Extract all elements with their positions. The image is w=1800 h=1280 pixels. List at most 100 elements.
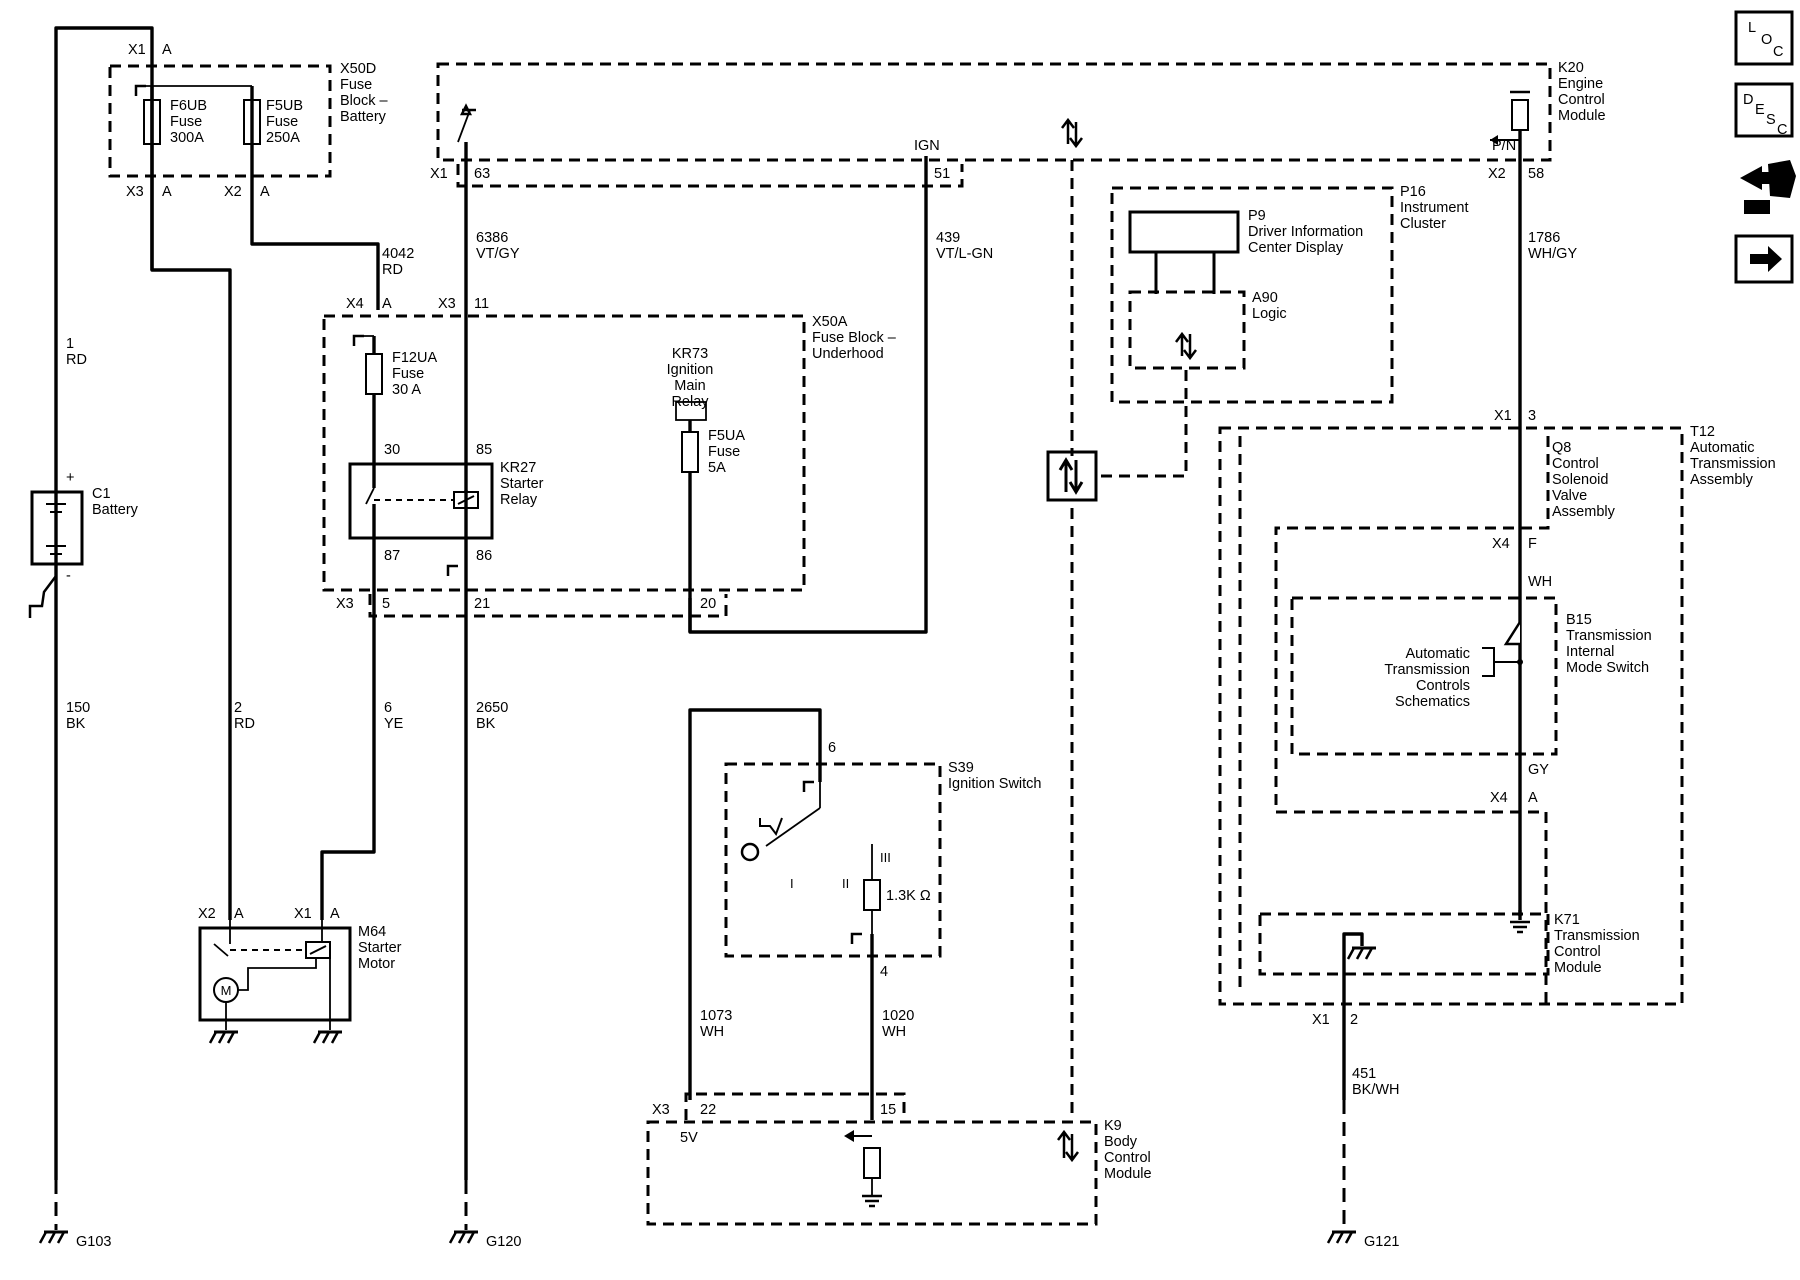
svg-text:5V: 5V: [680, 1130, 698, 1146]
svg-text:M: M: [221, 983, 232, 998]
svg-text:51: 51: [934, 166, 950, 182]
svg-text:II: II: [842, 876, 849, 891]
svg-text:4: 4: [880, 964, 888, 980]
desc-d: D: [1743, 92, 1753, 108]
svg-text:WH: WH: [1528, 574, 1552, 590]
next-page-button[interactable]: [1734, 234, 1794, 284]
svg-text:A: A: [260, 184, 270, 200]
svg-text:15: 15: [880, 1102, 896, 1118]
svg-text:III: III: [880, 850, 891, 865]
svg-text:5: 5: [382, 596, 390, 612]
svg-text:X2: X2: [224, 184, 242, 200]
svg-text:86: 86: [476, 548, 492, 564]
desc-e: E: [1755, 102, 1765, 118]
svg-text:58: 58: [1528, 166, 1544, 182]
svg-text:X3: X3: [126, 184, 144, 200]
svg-text:I: I: [790, 876, 794, 891]
svg-text:3: 3: [1528, 408, 1536, 424]
svg-text:85: 85: [476, 442, 492, 458]
svg-text:X4: X4: [346, 296, 364, 312]
description-button[interactable]: D E S C: [1734, 82, 1794, 138]
svg-text:F: F: [1528, 536, 1537, 552]
svg-text:20: 20: [700, 596, 716, 612]
svg-text:X2: X2: [198, 906, 216, 922]
svg-text:X1: X1: [1494, 408, 1512, 424]
svg-text:X4: X4: [1492, 536, 1510, 552]
svg-text:22: 22: [700, 1102, 716, 1118]
svg-text:GY: GY: [1528, 762, 1549, 778]
svg-text:A: A: [162, 42, 172, 58]
ground-g121: G121: [1364, 1234, 1399, 1250]
desc-s: S: [1766, 112, 1776, 128]
svg-text:X1: X1: [430, 166, 448, 182]
ground-g120: G120: [486, 1234, 521, 1250]
svg-text:A: A: [1528, 790, 1538, 806]
svg-text:30: 30: [384, 442, 400, 458]
connector-end-view-icon: [1740, 160, 1796, 214]
svg-text:P/N: P/N: [1492, 138, 1516, 154]
svg-text:X4: X4: [1490, 790, 1508, 806]
arrow-right-icon: [1750, 246, 1782, 272]
svg-text:87: 87: [384, 548, 400, 564]
ground-g103: G103: [76, 1234, 111, 1250]
loc-c: C: [1773, 44, 1783, 60]
svg-text:A: A: [330, 906, 340, 922]
svg-text:X3: X3: [652, 1102, 670, 1118]
svg-text:IGN: IGN: [914, 138, 940, 154]
svg-text:21: 21: [474, 596, 490, 612]
svg-text:X1: X1: [128, 42, 146, 58]
connector-end-view-button[interactable]: [1740, 160, 1796, 214]
svg-text:-: -: [66, 568, 71, 584]
svg-text:A: A: [234, 906, 244, 922]
svg-text:A: A: [162, 184, 172, 200]
svg-text:X1: X1: [1312, 1012, 1330, 1028]
svg-text:63: 63: [474, 166, 490, 182]
svg-text:1.3K Ω: 1.3K Ω: [886, 888, 931, 904]
svg-text:A: A: [382, 296, 392, 312]
svg-text:X3: X3: [438, 296, 456, 312]
location-button[interactable]: L O C: [1734, 10, 1794, 66]
serial-data-arrows-top: [1061, 117, 1083, 149]
svg-text:X2: X2: [1488, 166, 1506, 182]
svg-text:6: 6: [828, 740, 836, 756]
loc-l: L: [1748, 20, 1756, 36]
svg-text:11: 11: [474, 296, 489, 312]
serial-data-box: [1046, 450, 1098, 502]
